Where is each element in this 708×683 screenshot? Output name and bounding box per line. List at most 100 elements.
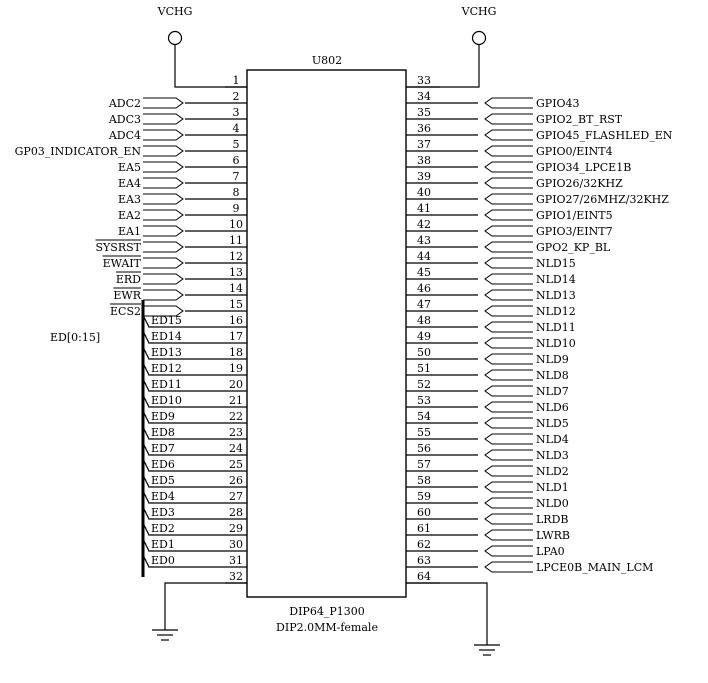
pin-number: 38 xyxy=(417,154,431,167)
net-label: NLD1 xyxy=(536,481,569,494)
pin-number: 18 xyxy=(229,346,243,359)
net-label: ED11 xyxy=(151,378,182,391)
net-label: NLD12 xyxy=(536,305,576,318)
net-label: SYSRST xyxy=(96,241,142,254)
net-port xyxy=(484,497,533,509)
net-port xyxy=(484,273,533,285)
net-label: ED5 xyxy=(151,474,175,487)
pin-number: 39 xyxy=(417,170,431,183)
net-label: EA1 xyxy=(118,225,141,238)
net-port xyxy=(143,145,184,157)
pin-24: 24 ED7 xyxy=(142,442,247,456)
net-port xyxy=(143,209,184,221)
net-port xyxy=(484,465,533,477)
pin-1: 1 xyxy=(225,74,247,88)
net-label: EA5 xyxy=(118,161,141,174)
pin-number: 54 xyxy=(417,410,431,423)
pin-number: 4 xyxy=(233,122,240,135)
chip-package: DIP2.0MM-female xyxy=(276,621,378,634)
net-port xyxy=(484,129,533,141)
net-port xyxy=(484,257,533,269)
net-port xyxy=(484,561,533,573)
net-label: EA3 xyxy=(118,193,141,206)
net-label: NLD2 xyxy=(536,465,569,478)
net-label: NLD5 xyxy=(536,417,569,430)
pin-number: 52 xyxy=(417,378,431,391)
left-pin-group: 12ADC23ADC34ADC45GP03_INDICATOR_EN6EA57E… xyxy=(15,74,247,584)
pin-number: 15 xyxy=(229,298,243,311)
pin-number: 35 xyxy=(417,106,431,119)
bus-label: ED[0:15] xyxy=(50,331,100,344)
pin-number: 47 xyxy=(417,298,431,311)
pin-number: 44 xyxy=(417,250,431,263)
net-port xyxy=(484,305,533,317)
net-port xyxy=(143,129,184,141)
net-port xyxy=(143,241,184,253)
ground-symbol-left xyxy=(152,582,247,641)
pin-number: 51 xyxy=(417,362,431,375)
pin-number: 11 xyxy=(229,234,243,247)
net-label: ED7 xyxy=(151,442,175,455)
net-port xyxy=(484,353,533,365)
net-label: ED9 xyxy=(151,410,175,423)
net-port xyxy=(143,225,184,237)
net-port xyxy=(484,449,533,461)
chip-body xyxy=(246,69,407,598)
pin-64: 64 xyxy=(406,570,440,584)
net-label: ED13 xyxy=(151,346,182,359)
pin-number: 53 xyxy=(417,394,431,407)
pin-number: 64 xyxy=(417,570,431,583)
net-port xyxy=(484,241,533,253)
net-label: ED8 xyxy=(151,426,175,439)
net-label: GP03_INDICATOR_EN xyxy=(15,145,142,158)
net-port xyxy=(484,161,533,173)
pin-18: 18 ED13 xyxy=(142,346,247,360)
pin-number: 50 xyxy=(417,346,431,359)
net-label: NLD4 xyxy=(536,433,569,446)
net-port xyxy=(484,481,533,493)
net-label: EA2 xyxy=(118,209,141,222)
net-label: ADC4 xyxy=(108,129,141,142)
pin-number: 56 xyxy=(417,442,431,455)
pin-number: 14 xyxy=(229,282,243,295)
pin-number: 33 xyxy=(417,74,431,87)
net-label: ED14 xyxy=(151,330,182,343)
net-label: LPA0 xyxy=(536,545,565,558)
pin-number: 48 xyxy=(417,314,431,327)
pin-22: 22 ED9 xyxy=(142,410,247,424)
net-label: GPIO26/32KHZ xyxy=(536,177,623,190)
net-label: LPCE0B_MAIN_LCM xyxy=(536,561,653,574)
net-label: ED0 xyxy=(151,554,175,567)
pin-number: 46 xyxy=(417,282,431,295)
net-label: ED15 xyxy=(151,314,182,327)
net-label: GPIO43 xyxy=(536,97,580,110)
pin-number: 22 xyxy=(229,410,243,423)
pin-number: 24 xyxy=(229,442,243,455)
net-port xyxy=(143,289,184,301)
